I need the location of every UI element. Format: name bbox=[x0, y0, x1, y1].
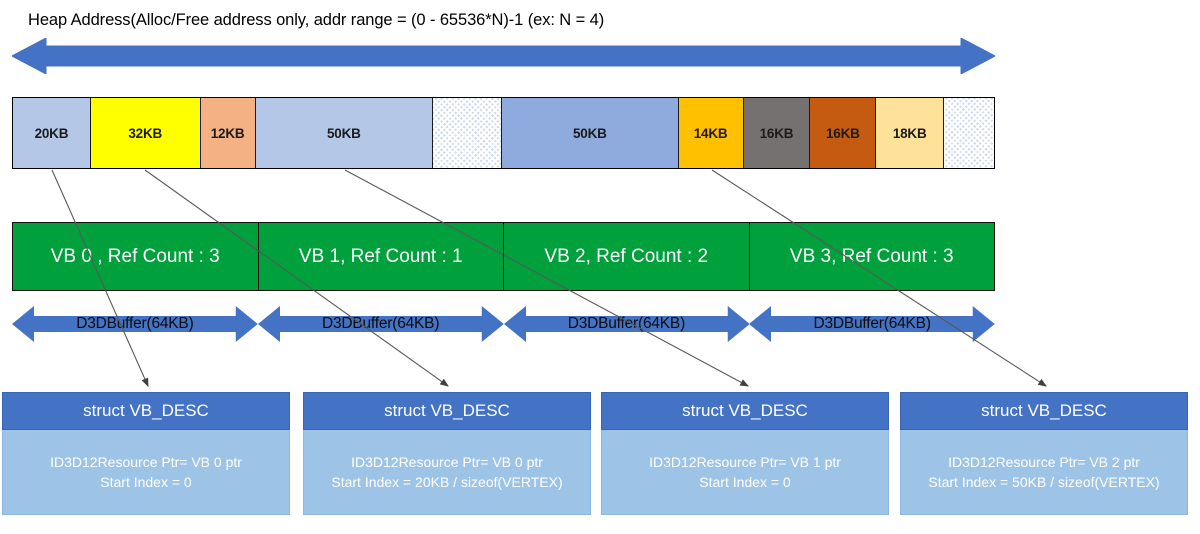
vertex-buffer-cell-3: VB 3, Ref Count : 3 bbox=[749, 223, 994, 290]
vb-desc-resource-ptr: ID3D12Resource Ptr= VB 0 ptr bbox=[50, 453, 242, 470]
heap-block-50kb: 50KB bbox=[502, 98, 679, 168]
vb-desc-start-index: Start Index = 0 bbox=[100, 474, 192, 490]
d3dbuffer-arrow-row: D3DBuffer(64KB)D3DBuffer(64KB)D3DBuffer(… bbox=[12, 306, 995, 342]
heap-free-block bbox=[433, 98, 503, 168]
heap-block-14kb: 14KB bbox=[678, 98, 744, 168]
vb-desc-start-index: Start Index = 20KB / sizeof(VERTEX) bbox=[331, 474, 563, 490]
heap-block-20kb: 20KB bbox=[13, 98, 91, 168]
arrow-shape bbox=[257, 306, 504, 342]
vertex-buffer-cell-2: VB 2, Ref Count : 2 bbox=[504, 223, 750, 290]
vb-desc-card-header: struct VB_DESC bbox=[303, 392, 591, 430]
heap-block-12kb: 12KB bbox=[200, 98, 256, 168]
heap-block-16kb: 16KB bbox=[743, 98, 811, 168]
vb-desc-card-header: struct VB_DESC bbox=[2, 392, 290, 430]
vertex-buffer-cell-0: VB 0 , Ref Count : 3 bbox=[13, 223, 259, 290]
arrow-shape bbox=[12, 306, 258, 342]
vertex-buffer-cell-1: VB 1, Ref Count : 1 bbox=[258, 223, 504, 290]
heap-free-block bbox=[944, 98, 994, 168]
heap-block-16kb: 16KB bbox=[810, 98, 877, 168]
vb-desc-resource-ptr: ID3D12Resource Ptr= VB 1 ptr bbox=[649, 453, 841, 470]
heap-block-18kb: 18KB bbox=[876, 98, 945, 168]
vb-desc-card-header: struct VB_DESC bbox=[900, 392, 1188, 430]
vb-desc-resource-ptr: ID3D12Resource Ptr= VB 0 ptr bbox=[351, 453, 543, 470]
d3dbuffer-arrow-2: D3DBuffer(64KB) bbox=[503, 306, 750, 342]
vb-desc-start-index: Start Index = 50KB / sizeof(VERTEX) bbox=[928, 474, 1160, 490]
arrow-shape bbox=[503, 306, 750, 342]
d3dbuffer-arrow-3: D3DBuffer(64KB) bbox=[749, 306, 995, 342]
arrow-shape bbox=[749, 306, 995, 342]
heap-address-range-arrow bbox=[10, 37, 997, 75]
page-title: Heap Address(Alloc/Free address only, ad… bbox=[28, 11, 605, 29]
vb-desc-resource-ptr: ID3D12Resource Ptr= VB 2 ptr bbox=[948, 453, 1140, 470]
vb-desc-start-index: Start Index = 0 bbox=[699, 474, 791, 490]
heap-block-32kb: 32KB bbox=[90, 98, 201, 168]
heap-block-50kb: 50KB bbox=[255, 98, 434, 168]
vb-desc-card-header: struct VB_DESC bbox=[601, 392, 889, 430]
d3dbuffer-arrow-1: D3DBuffer(64KB) bbox=[257, 306, 504, 342]
d3dbuffer-arrow-0: D3DBuffer(64KB) bbox=[12, 306, 258, 342]
